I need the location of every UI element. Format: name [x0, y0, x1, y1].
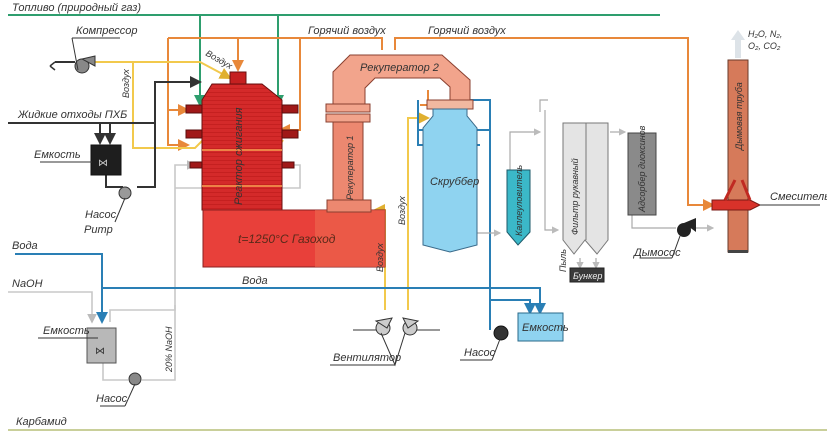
water-tank [517, 312, 564, 342]
air-compressor-label: Воздух [121, 69, 131, 98]
exhaust-arrow [731, 30, 745, 58]
stack-label: Дымовая труба [734, 82, 744, 151]
naoh-label: NaOH [12, 278, 43, 290]
naoh-pump-label: Насос [96, 393, 128, 405]
recuperator-2-label: Рекуператор 2 [360, 62, 439, 74]
hot-air-line [167, 37, 715, 211]
exhaust-label-1: H₂O, N₂, [748, 29, 782, 39]
compressor [49, 37, 120, 74]
waste-pump-label-en: Pump [84, 224, 113, 236]
fan-label: Вентилятор [333, 352, 401, 364]
waste-tank-label: Емкость [34, 149, 81, 161]
bunker [569, 267, 605, 283]
exhaust-label-2: O₂, CO₂ [748, 41, 781, 51]
smoke-exhauster-label: Дымосос [632, 247, 681, 259]
fan-2 [402, 317, 440, 336]
bunker-label: Бункер [573, 271, 602, 281]
air-reactor-label: Воздух [204, 48, 234, 71]
water-in-label: Вода [12, 240, 38, 252]
liquid-waste-label: Жидкие отходы ПХБ [17, 109, 127, 121]
hot-air-label-1: Горячий воздух [308, 25, 386, 37]
reactor [185, 71, 299, 211]
scrubber [422, 108, 478, 253]
dust-label: Пыль [558, 249, 568, 272]
urea-label: Карбамид [16, 416, 67, 428]
recuperator-1-label: Рекуператор 1 [345, 135, 355, 200]
mixer [711, 179, 820, 211]
mist-eliminator-label: Каплеуловитель [514, 165, 524, 236]
mist-eliminator [506, 169, 531, 246]
smoke-exhauster [640, 218, 696, 259]
bag-filter-label: Фильтр рукавный [570, 158, 580, 235]
adsorber-label: Адсорбер диоксинов [637, 125, 647, 213]
naoh-tank-label: Емкость [43, 325, 90, 337]
waste-pump [118, 186, 132, 200]
flue-gas-line [475, 99, 715, 270]
fuel-label: Топливо (природный газ) [12, 2, 141, 14]
fuel-line [8, 14, 660, 107]
reactor-label: Реактор сжигания [233, 107, 245, 205]
naoh-20-label: 20% NaOH [164, 326, 174, 373]
gas-duct-label: t=1250°C Газоход [238, 232, 336, 246]
water-pump [493, 325, 509, 341]
naoh-pump [128, 372, 142, 386]
hot-air-label-2: Горячий воздух [428, 25, 506, 37]
water-line-label: Вода [242, 275, 268, 287]
water-line [15, 99, 546, 330]
water-pump-label: Насос [464, 347, 496, 359]
adsorber [627, 132, 657, 216]
valve-icon: ⋈ [95, 346, 105, 357]
waste-tank [90, 144, 122, 176]
mixer-label: Смеситель [770, 191, 827, 203]
compressor-label: Компрессор [76, 25, 138, 37]
naoh-tank [86, 327, 117, 364]
waste-pump-label: Насос [85, 209, 117, 221]
air-fan-1-label: Воздух [375, 243, 385, 272]
air-fan-2-label: Воздух [397, 196, 407, 225]
scrubber-label: Скруббер [430, 176, 479, 188]
water-tank-label: Емкость [522, 322, 569, 334]
valve-icon: ⋈ [98, 158, 108, 169]
fan-1 [353, 317, 393, 336]
